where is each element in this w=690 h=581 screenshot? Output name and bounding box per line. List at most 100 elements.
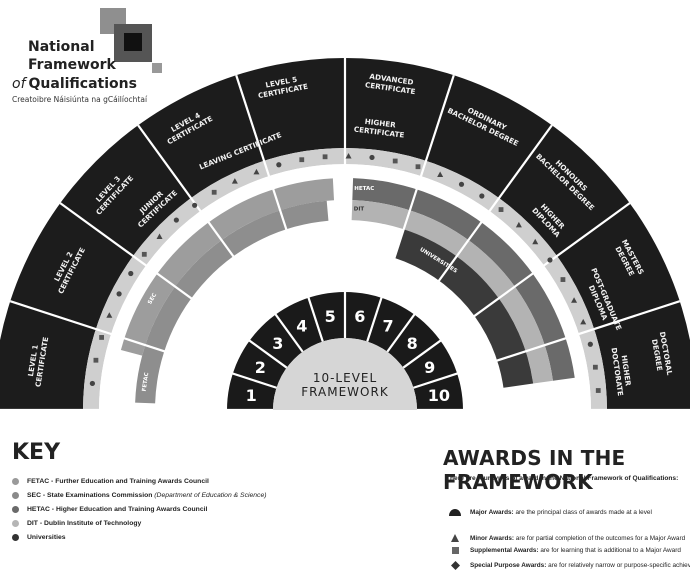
award-type-text: Major Awards: are the principal class of… [470, 508, 652, 516]
level-number: 9 [424, 358, 435, 377]
level-number: 5 [325, 307, 336, 326]
key-item: DIT - Dublin Institute of Technology [12, 516, 332, 530]
key-item: Universities [12, 530, 332, 544]
awards-title: AWARDS IN THE FRAMEWORK [443, 446, 626, 494]
level-number: 10 [428, 386, 450, 405]
logo-square-small [152, 63, 162, 73]
band-dome-icon [276, 162, 282, 168]
band-square-icon [592, 364, 598, 370]
band-triangle-icon [253, 168, 260, 175]
key-item: FETAC - Further Education and Training A… [12, 474, 332, 488]
center-line1: 10-LEVEL [313, 371, 377, 385]
band-dome-icon [547, 257, 553, 263]
award-type-item: Minor Awards: are for partial completion… [446, 534, 690, 542]
universities-ring [394, 229, 534, 388]
award-type-text: Supplemental Awards: are for learning th… [470, 547, 681, 554]
band-dome-icon [116, 291, 122, 297]
award-label-line: HIGHER [364, 117, 396, 130]
band-dome-icon [479, 193, 485, 199]
band-dome-icon [587, 341, 593, 347]
level-number: 2 [255, 358, 266, 377]
band-triangle-icon [345, 153, 352, 159]
center-line2: FRAMEWORK [301, 385, 389, 399]
award-type-text: Minor Awards: are for partial completion… [470, 534, 686, 542]
level-divider [366, 74, 455, 342]
logo-line2: Framework [28, 57, 117, 73]
band-square-icon [99, 335, 104, 340]
band-dome-icon [192, 202, 198, 208]
logo-of: of [12, 76, 28, 92]
key-item-text: HETAC - Higher Education and Training Aw… [27, 505, 208, 513]
diamond-icon [446, 561, 464, 570]
level-divider [9, 300, 277, 389]
logo-qualifications: Qualifications [29, 76, 137, 92]
level-divider [386, 124, 553, 353]
level-divider [413, 300, 681, 389]
level-ring [227, 292, 463, 410]
band-triangle-icon [532, 238, 539, 245]
band-triangle-icon [437, 171, 444, 177]
band-triangle-icon [106, 312, 113, 318]
logo-irish: Creatoibre Náisiúnta na gCáilíochtaí [12, 95, 148, 104]
key-item-text: DIT - Dublin Institute of Technology [27, 519, 142, 527]
award-label-line: HIGHER [620, 354, 633, 386]
award-type-item: Major Awards: are the principal class of… [446, 508, 690, 516]
band-square-icon [299, 157, 305, 163]
award-type-text: Special Purpose Awards: are for relative… [470, 562, 690, 569]
square-icon [446, 547, 464, 554]
center-disc [273, 338, 417, 410]
band-square-icon [392, 158, 398, 164]
band-triangle-icon [231, 178, 238, 184]
dit-ring [351, 200, 553, 384]
awards-intro: There are four types of award in the Nat… [446, 475, 679, 482]
key-item-text: SEC - State Examinations Commission (Dep… [27, 491, 267, 499]
key-title: KEY [12, 440, 61, 465]
hetac-ring [352, 178, 575, 381]
key-item-text: Universities [27, 533, 66, 541]
key-item: SEC - State Examinations Commission (Dep… [12, 488, 332, 502]
band-triangle-icon [571, 297, 578, 303]
body-label-fetac: FETAC [142, 372, 151, 392]
band-square-icon [595, 388, 601, 393]
band-square-icon [498, 207, 504, 212]
key-item: HETAC - Higher Education and Training Aw… [12, 502, 332, 516]
award-ring [0, 58, 690, 410]
band-dome-icon [89, 380, 95, 387]
body-label-sec: SEC [147, 292, 158, 305]
band-square-icon [141, 251, 147, 257]
level-divider [235, 74, 324, 342]
level-number: 4 [296, 316, 307, 335]
level-number: 8 [407, 334, 418, 353]
fetac-ring [135, 200, 329, 404]
body-label-dit: DIT [354, 206, 365, 212]
key-dot-icon [12, 533, 19, 541]
level-number: 1 [246, 386, 257, 405]
key-dot-icon [12, 491, 19, 499]
key-dot-icon [12, 477, 19, 485]
dome-icon [446, 508, 464, 516]
band-square-icon [322, 154, 328, 160]
band-dome-icon [173, 217, 179, 223]
sec-ring [120, 178, 335, 356]
level-number: 7 [383, 316, 394, 335]
band-dome-icon [128, 270, 134, 277]
triangle-icon [446, 534, 464, 542]
logo-line1: National [28, 39, 95, 55]
band-square-icon [415, 164, 421, 170]
key-dot-icon [12, 505, 19, 513]
award-type-item: Supplemental Awards: are for learning th… [446, 547, 690, 554]
band-dome-icon [369, 154, 375, 161]
level-divider [59, 202, 288, 369]
level-divider [137, 124, 304, 353]
band-triangle-icon [515, 221, 522, 228]
band-triangle-icon [580, 318, 587, 325]
level-number: 3 [272, 334, 283, 353]
logo-square-inner [124, 33, 142, 51]
band-dome-icon [458, 181, 465, 187]
body-label-hetac: HETAC [354, 186, 374, 192]
key-list: FETAC - Further Education and Training A… [12, 474, 332, 544]
